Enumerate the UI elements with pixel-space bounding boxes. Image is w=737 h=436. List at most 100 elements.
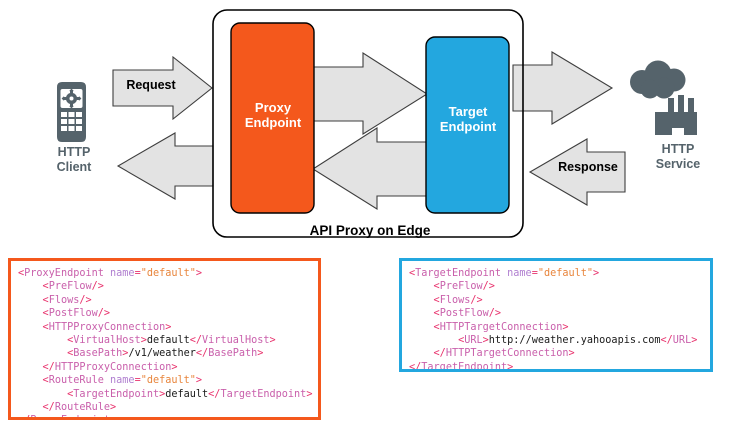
code-token-tx [18, 389, 67, 400]
code-token-tg: TargetEndpoint [73, 388, 160, 400]
code-token-tx: /v1/weather [128, 348, 196, 360]
code-line: <Flows/> [18, 294, 311, 307]
code-line: </ProxyEndpoint> [18, 414, 311, 417]
code-token-br: < [67, 335, 74, 347]
code-token-tx [409, 281, 434, 292]
code-token-av: "default" [140, 268, 196, 279]
code-token-tx [409, 335, 458, 346]
code-token-br: = [134, 375, 141, 387]
arrow-response-to-client [116, 132, 214, 200]
proxy-endpoint-label-line2: Endpoint [244, 115, 302, 131]
arrow-proxy-to-target [312, 51, 429, 135]
code-token-tx [18, 322, 43, 333]
code-token-br: > [171, 361, 178, 373]
code-token-br: </ [195, 348, 209, 360]
code-token-tg: PreFlow [439, 281, 483, 293]
code-line: <PreFlow/> [18, 280, 311, 293]
code-token-br: = [134, 268, 141, 279]
code-token-tx: http://weather.yahooapis.com [488, 335, 661, 347]
http-service-label-line2: Service [655, 156, 701, 171]
arrow-label-response: Response [558, 160, 618, 174]
code-token-br: /> [97, 308, 111, 320]
code-token-br: > [110, 402, 117, 414]
code-token-tx [409, 295, 434, 306]
code-token-br: /> [79, 294, 92, 306]
code-token-tg: PreFlow [48, 281, 92, 293]
code-token-tg: ProxyEndpoint [30, 415, 110, 417]
arrow-target-to-service [512, 51, 614, 125]
code-token-tg: RouteRule [48, 375, 104, 387]
code-token-br: > [568, 348, 575, 360]
code-token-br: < [433, 308, 440, 320]
api-proxy-edge-label: API Proxy on Edge [309, 223, 431, 238]
code-token-br: </ [42, 361, 55, 373]
code-token-tx [409, 322, 434, 333]
code-token-br: > [140, 335, 147, 347]
code-token-tg: TargetEndpoint [415, 268, 502, 279]
arrow-response-inbound [528, 138, 626, 206]
code-token-tx [18, 402, 43, 413]
code-token-br: = [531, 268, 538, 279]
code-token-br: < [42, 321, 49, 333]
code-token-tg: HTTPTargetConnection [445, 348, 569, 360]
code-line: <HTTPTargetConnection> [409, 321, 703, 334]
code-line: </RouteRule> [18, 401, 311, 414]
code-token-br: </ [433, 348, 446, 360]
code-line: <PostFlow/> [18, 307, 311, 320]
code-token-br: > [165, 321, 172, 333]
code-line: <BasePath>/v1/weather</BasePath> [18, 347, 311, 360]
code-token-br: > [306, 388, 313, 400]
code-token-br: </ [409, 361, 422, 372]
proxy-endpoint-label-line1: Proxy [254, 100, 292, 115]
code-token-br: > [507, 361, 514, 372]
http-service-label-line1: HTTP [661, 142, 695, 156]
http-client-label-line1: HTTP [57, 145, 91, 159]
code-token-br: </ [660, 335, 673, 347]
code-token-br: /> [482, 281, 495, 293]
code-line: <HTTPProxyConnection> [18, 321, 311, 334]
code-token-br: </ [208, 388, 221, 400]
code-token-tx: default [146, 335, 190, 347]
code-line: <TargetEndpoint name="default"> [409, 267, 703, 280]
code-token-tg: ProxyEndpoint [24, 268, 104, 279]
code-line: <Flows/> [409, 294, 703, 307]
arrow-target-to-proxy [311, 126, 428, 210]
code-token-tx [409, 308, 434, 319]
code-token-br: < [409, 268, 416, 279]
code-token-tx [18, 375, 43, 386]
code-token-br: < [42, 281, 49, 293]
http-client-label-line2: Client [56, 159, 92, 174]
code-token-at: name [507, 268, 532, 279]
factory-cloud-icon [630, 60, 697, 135]
code-token-tx [18, 281, 43, 292]
code-token-tg: PostFlow [439, 308, 489, 320]
code-line: </HTTPProxyConnection> [18, 361, 311, 374]
arrow-request-inbound [112, 55, 213, 121]
code-token-br: < [18, 268, 25, 279]
code-token-tg: BasePath [73, 348, 123, 360]
target-endpoint-box[interactable] [425, 36, 510, 214]
code-token-br: /> [470, 294, 483, 306]
api-proxy-edge-container [212, 9, 524, 238]
code-token-br: /> [488, 308, 502, 320]
code-token-br: > [257, 348, 264, 360]
code-token-tg: URL [672, 335, 692, 347]
target-endpoint-label-line2: Endpoint [439, 119, 497, 135]
code-token-tg: TargetEndpoint [220, 388, 307, 400]
proxy-endpoint-box[interactable] [230, 22, 315, 214]
code-line: <URL>http://weather.yahooapis.com</URL> [409, 334, 703, 347]
code-token-br: < [42, 308, 49, 320]
code-token-tx [409, 348, 434, 359]
code-line: <TargetEndpoint>default</TargetEndpoint> [18, 388, 313, 401]
code-token-br: > [691, 335, 698, 347]
target-endpoint-label: Target Endpoint [427, 104, 509, 135]
code-token-tg: RouteRule [54, 402, 111, 414]
code-token-tx [18, 335, 67, 346]
code-token-tx [18, 295, 43, 306]
code-token-av: "default" [140, 375, 196, 387]
target-endpoint-label-line1: Target [448, 104, 488, 119]
code-token-tx [18, 348, 67, 359]
http-service-label: HTTP Service [640, 142, 716, 172]
code-token-br: < [42, 294, 49, 306]
code-token-tg: BasePath [208, 348, 258, 360]
